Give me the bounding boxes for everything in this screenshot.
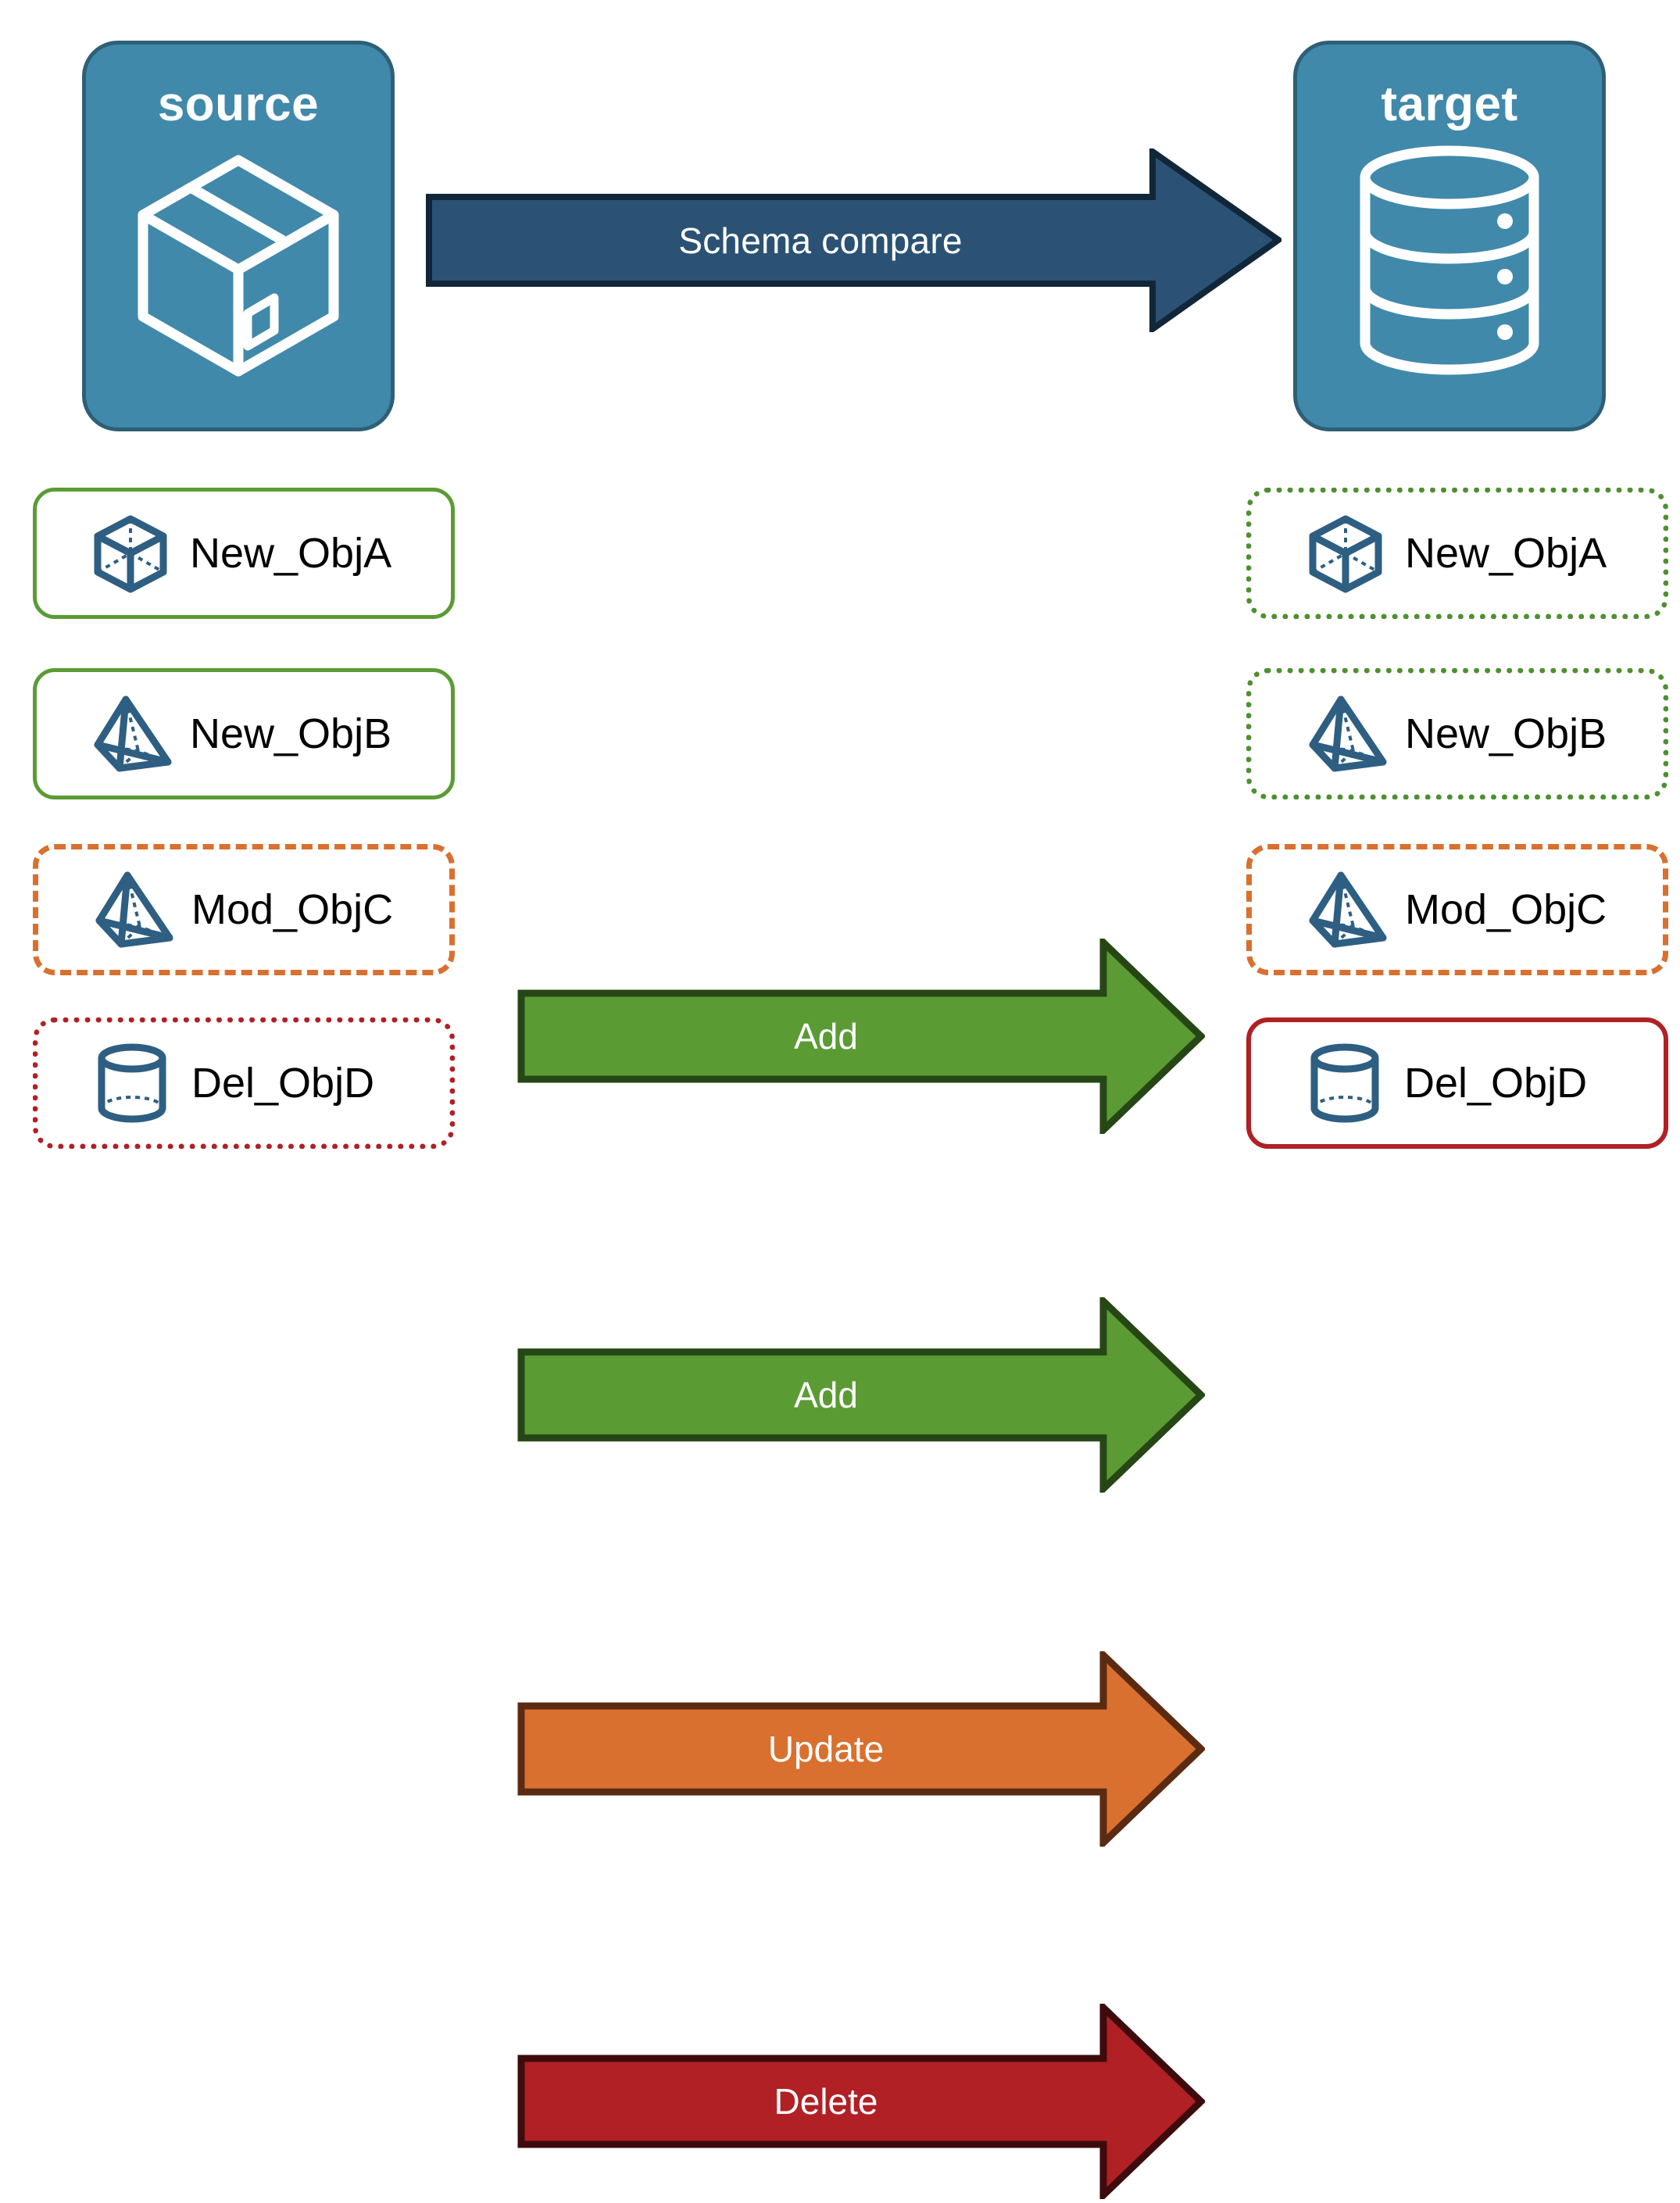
- action-arrow-delete: Delete: [517, 1999, 1206, 2203]
- cube-wireframe-icon: [1299, 511, 1392, 595]
- comparison-row: Del_ObjD Delete Del_ObjD: [0, 1010, 1680, 2203]
- source-object-label: Del_ObjD: [191, 1060, 375, 1107]
- target-object-card[interactable]: New_ObjB: [1246, 668, 1668, 799]
- target-object-label: New_ObjA: [1405, 530, 1607, 577]
- pyramid-wireframe-icon: [1299, 869, 1392, 950]
- source-object-card[interactable]: Del_ObjD: [33, 1017, 455, 1149]
- schema-compare-arrow: Schema compare: [426, 145, 1284, 335]
- pyramid-wireframe-icon: [84, 693, 177, 774]
- pyramid-wireframe-icon: [85, 869, 179, 950]
- source-object-card[interactable]: New_ObjA: [33, 488, 455, 619]
- target-object-card[interactable]: New_ObjA: [1246, 488, 1668, 619]
- action-arrow-update: Update: [517, 1647, 1206, 1851]
- cube-wireframe-icon: [84, 511, 177, 595]
- cylinder-wireframe-icon: [1298, 1041, 1392, 1125]
- target-endpoint-card: target: [1293, 41, 1606, 431]
- source-title: source: [157, 77, 320, 131]
- source-object-card[interactable]: Mod_ObjC: [33, 844, 455, 975]
- target-title: target: [1381, 77, 1518, 131]
- target-object-label: New_ObjB: [1405, 710, 1607, 757]
- source-object-label: New_ObjB: [190, 710, 392, 757]
- source-object-label: Mod_ObjC: [191, 886, 394, 933]
- target-object-label: Mod_ObjC: [1405, 886, 1607, 933]
- action-arrow-add: Add: [517, 1293, 1206, 1497]
- comparison-row: New_ObjA Add New_ObjA: [0, 480, 1680, 1139]
- pyramid-wireframe-icon: [1299, 693, 1392, 774]
- target-object-card[interactable]: Del_ObjD: [1246, 1017, 1668, 1149]
- package-box-icon: [129, 143, 348, 381]
- cylinder-wireframe-icon: [85, 1041, 179, 1125]
- target-object-label: Del_ObjD: [1404, 1060, 1588, 1107]
- database-cylinder-icon: [1352, 143, 1547, 381]
- comparison-row: Mod_ObjC Update Mod_ObjC: [0, 836, 1680, 1851]
- target-object-card[interactable]: Mod_ObjC: [1246, 844, 1668, 975]
- source-object-label: New_ObjA: [190, 530, 392, 577]
- source-endpoint-card: source: [82, 41, 395, 431]
- comparison-row: New_ObjB Add New_ObjB: [0, 660, 1680, 1497]
- source-object-card[interactable]: New_ObjB: [33, 668, 455, 799]
